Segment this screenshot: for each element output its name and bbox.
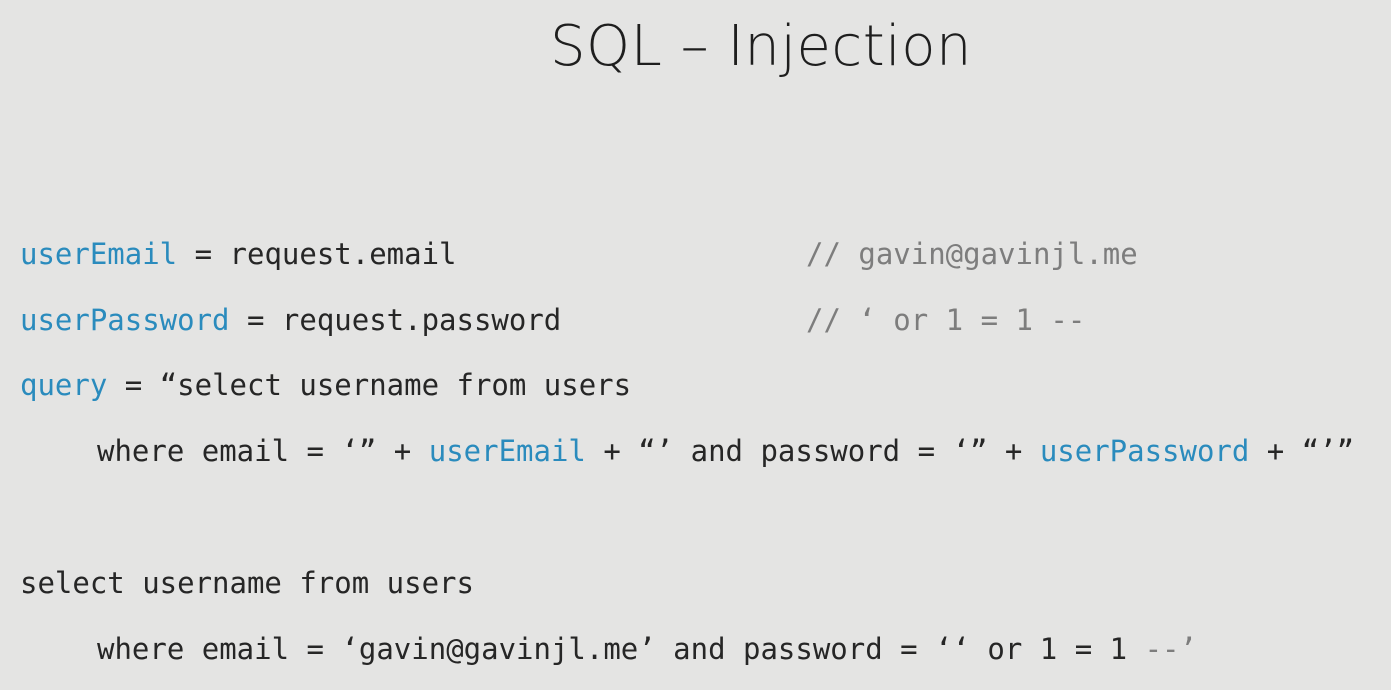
code-line-user-password: userPassword = request.password bbox=[20, 302, 561, 338]
commented-out-quote: ’ bbox=[1179, 632, 1197, 666]
comment-email-value: // gavin@gavinjl.me bbox=[806, 237, 1138, 271]
assignment-request-password: = request.password bbox=[229, 303, 562, 337]
closing-quote-part: + “’” bbox=[1249, 434, 1355, 468]
variable-user-email: userEmail bbox=[20, 237, 178, 271]
code-line-user-email: userEmail = request.email bbox=[20, 236, 457, 272]
query-select-clause: = “select username from users bbox=[107, 368, 632, 402]
resulting-where-text: where email = ‘gavin@gavinjl.me’ and pas… bbox=[97, 632, 1145, 666]
resulting-sql-select: select username from users bbox=[20, 566, 474, 600]
variable-user-password-ref: userPassword bbox=[1039, 434, 1250, 468]
resulting-sql-where: where email = ‘gavin@gavinjl.me’ and pas… bbox=[97, 631, 1197, 667]
where-email-part: where email = ‘” + bbox=[97, 434, 429, 468]
variable-user-email-ref: userEmail bbox=[428, 434, 586, 468]
variable-query: query bbox=[20, 368, 108, 402]
code-line-query-where: where email = ‘” + userEmail + “’ and pa… bbox=[97, 433, 1354, 469]
slide-title: SQL – Injection bbox=[549, 14, 972, 79]
sql-comment-dashes: -- bbox=[1144, 632, 1180, 666]
variable-user-password: userPassword bbox=[20, 303, 230, 337]
assignment-request-email: = request.email bbox=[177, 237, 457, 271]
comment-password-value: // ‘ or 1 = 1 -- bbox=[806, 303, 1086, 337]
and-password-part: + “’ and password = ‘” + bbox=[585, 434, 1040, 468]
code-line-query: query = “select username from users bbox=[20, 367, 631, 403]
